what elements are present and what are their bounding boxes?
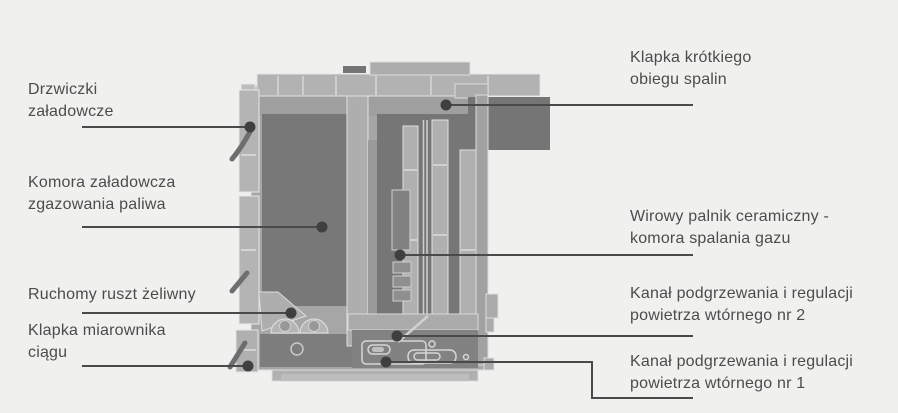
label-loading-door: Drzwiczki załadowcze xyxy=(28,79,114,123)
boiler-body xyxy=(227,61,550,382)
leader-lines xyxy=(82,104,693,399)
label-line: Drzwiczki xyxy=(28,81,98,98)
inner-top-band xyxy=(258,94,488,116)
label-line: Ruchomy ruszt żeliwny xyxy=(28,286,196,303)
leader-secondary-air-channel-1 xyxy=(386,361,693,399)
upper-door xyxy=(238,89,260,193)
leader-dot xyxy=(285,307,297,319)
label-secondary-air-channel-2: Kanał podgrzewania i regulacji powietrza… xyxy=(630,283,853,327)
label-ceramic-swirl-burner: Wirowy palnik ceramiczny - komora spalan… xyxy=(630,206,829,250)
leader-dot xyxy=(440,99,452,111)
leader-dot xyxy=(316,221,328,233)
middle-door xyxy=(238,195,260,325)
burner-chamfer xyxy=(397,315,429,343)
center-partition xyxy=(346,95,369,347)
label-line: powietrza wtórnego nr 2 xyxy=(630,307,806,324)
label-line: powietrza wtórnego nr 1 xyxy=(630,375,806,392)
partition-step xyxy=(368,140,377,346)
air-channel-detail xyxy=(391,189,412,302)
loading-chamber xyxy=(262,114,348,306)
chamber-sill xyxy=(258,291,307,332)
top-cover xyxy=(256,73,541,97)
right-wall xyxy=(475,94,489,366)
label-line: Komora załadowcza xyxy=(28,174,176,191)
raised-top-cover xyxy=(369,61,471,76)
label-line: Klapka miarownika xyxy=(28,322,166,339)
label-line: Kanał podgrzewania i regulacji xyxy=(630,353,854,370)
label-line: Wirowy palnik ceramiczny - xyxy=(630,208,830,225)
leader-dot xyxy=(391,330,403,342)
label-secondary-air-channel-1: Kanał podgrzewania i regulacji powietrza… xyxy=(630,351,853,395)
door-handles xyxy=(227,127,254,370)
burner-pill xyxy=(372,347,384,352)
base-plate-foot xyxy=(281,374,469,381)
leader-dot xyxy=(242,360,254,372)
label-cast-iron-grate: Ruchomy ruszt żeliwny xyxy=(28,284,196,306)
grate xyxy=(270,318,329,334)
leader-dot xyxy=(394,249,406,261)
label-line: Kanał podgrzewania i regulacji xyxy=(630,285,854,302)
label-draft-regulator-flap: Klapka miarownika ciągu xyxy=(28,320,166,364)
label-line: obiegu spalin xyxy=(630,71,727,88)
label-line: załadowcze xyxy=(28,103,114,120)
label-line: zgazowania paliwa xyxy=(28,196,166,213)
top-handle xyxy=(343,66,366,73)
label-line: Klapka krótkiego xyxy=(630,49,752,66)
leader-dot xyxy=(380,356,392,368)
label-line: komora spalania gazu xyxy=(630,230,791,247)
label-gasification-chamber: Komora załadowcza zgazowania paliwa xyxy=(28,172,175,216)
right-wall-studs xyxy=(483,293,499,371)
bottom-flap-unit xyxy=(235,329,259,373)
label-line: ciągu xyxy=(28,344,68,361)
ash-chamber-port xyxy=(290,342,304,356)
leader-dot xyxy=(244,121,256,133)
label-short-flue-circuit-flap: Klapka krótkiego obiegu spalin xyxy=(630,47,752,91)
leader-dots xyxy=(242,99,452,372)
